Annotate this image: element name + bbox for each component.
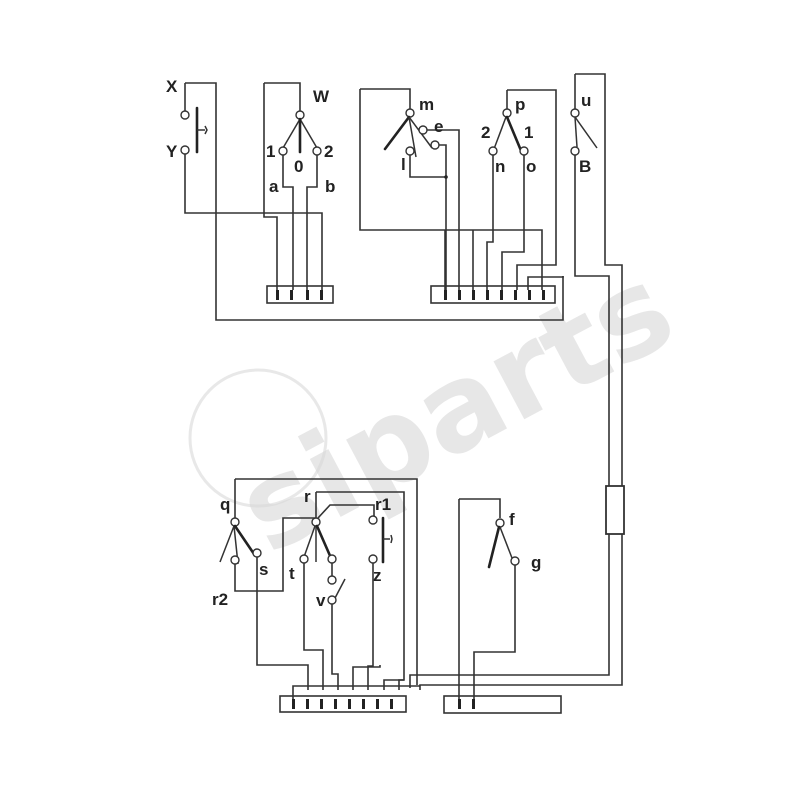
label-o: o	[526, 157, 536, 176]
switch-r: r t v	[289, 487, 405, 690]
label-p1: 1	[524, 123, 533, 142]
top-left-connector	[266, 285, 334, 304]
bottom-left-connector	[279, 685, 420, 713]
label-B: B	[579, 157, 591, 176]
label-g: g	[531, 553, 541, 572]
label-Y: Y	[166, 142, 178, 161]
label-z: z	[373, 566, 382, 585]
label-p2: 2	[481, 123, 490, 142]
label-e: e	[434, 117, 443, 136]
label-X: X	[166, 77, 178, 96]
label-s: s	[259, 560, 268, 579]
label-p: p	[515, 95, 525, 114]
label-r2: r2	[212, 590, 228, 609]
label-b: b	[325, 177, 335, 196]
label-f: f	[509, 510, 515, 529]
changeover-switch-p: p 2 1 n o	[481, 89, 557, 290]
label-w2: 2	[324, 142, 333, 161]
label-m: m	[419, 95, 434, 114]
label-W: W	[313, 87, 330, 106]
push-button-r1z: r1 z	[352, 495, 404, 690]
inline-component	[409, 485, 625, 690]
label-r: r	[304, 487, 311, 506]
switch-q: q s r2	[212, 478, 418, 690]
top-right-connector	[430, 230, 564, 304]
label-u: u	[581, 91, 591, 110]
selector-switch-W: W 1 0 2 a b	[263, 82, 335, 290]
label-v: v	[316, 591, 326, 610]
bottom-right-connector	[443, 695, 562, 714]
switch-fg: f g	[458, 498, 541, 700]
label-q: q	[220, 495, 230, 514]
label-n: n	[495, 157, 505, 176]
label-w1: 1	[266, 142, 275, 161]
label-w0: 0	[294, 157, 303, 176]
label-l: l	[401, 155, 406, 174]
switch-uB: u B	[570, 73, 623, 490]
label-a: a	[269, 177, 279, 196]
switch-m: m e l	[359, 88, 543, 290]
label-t: t	[289, 564, 295, 583]
push-button-XY: X Y	[166, 77, 564, 321]
label-r1: r1	[375, 495, 391, 514]
